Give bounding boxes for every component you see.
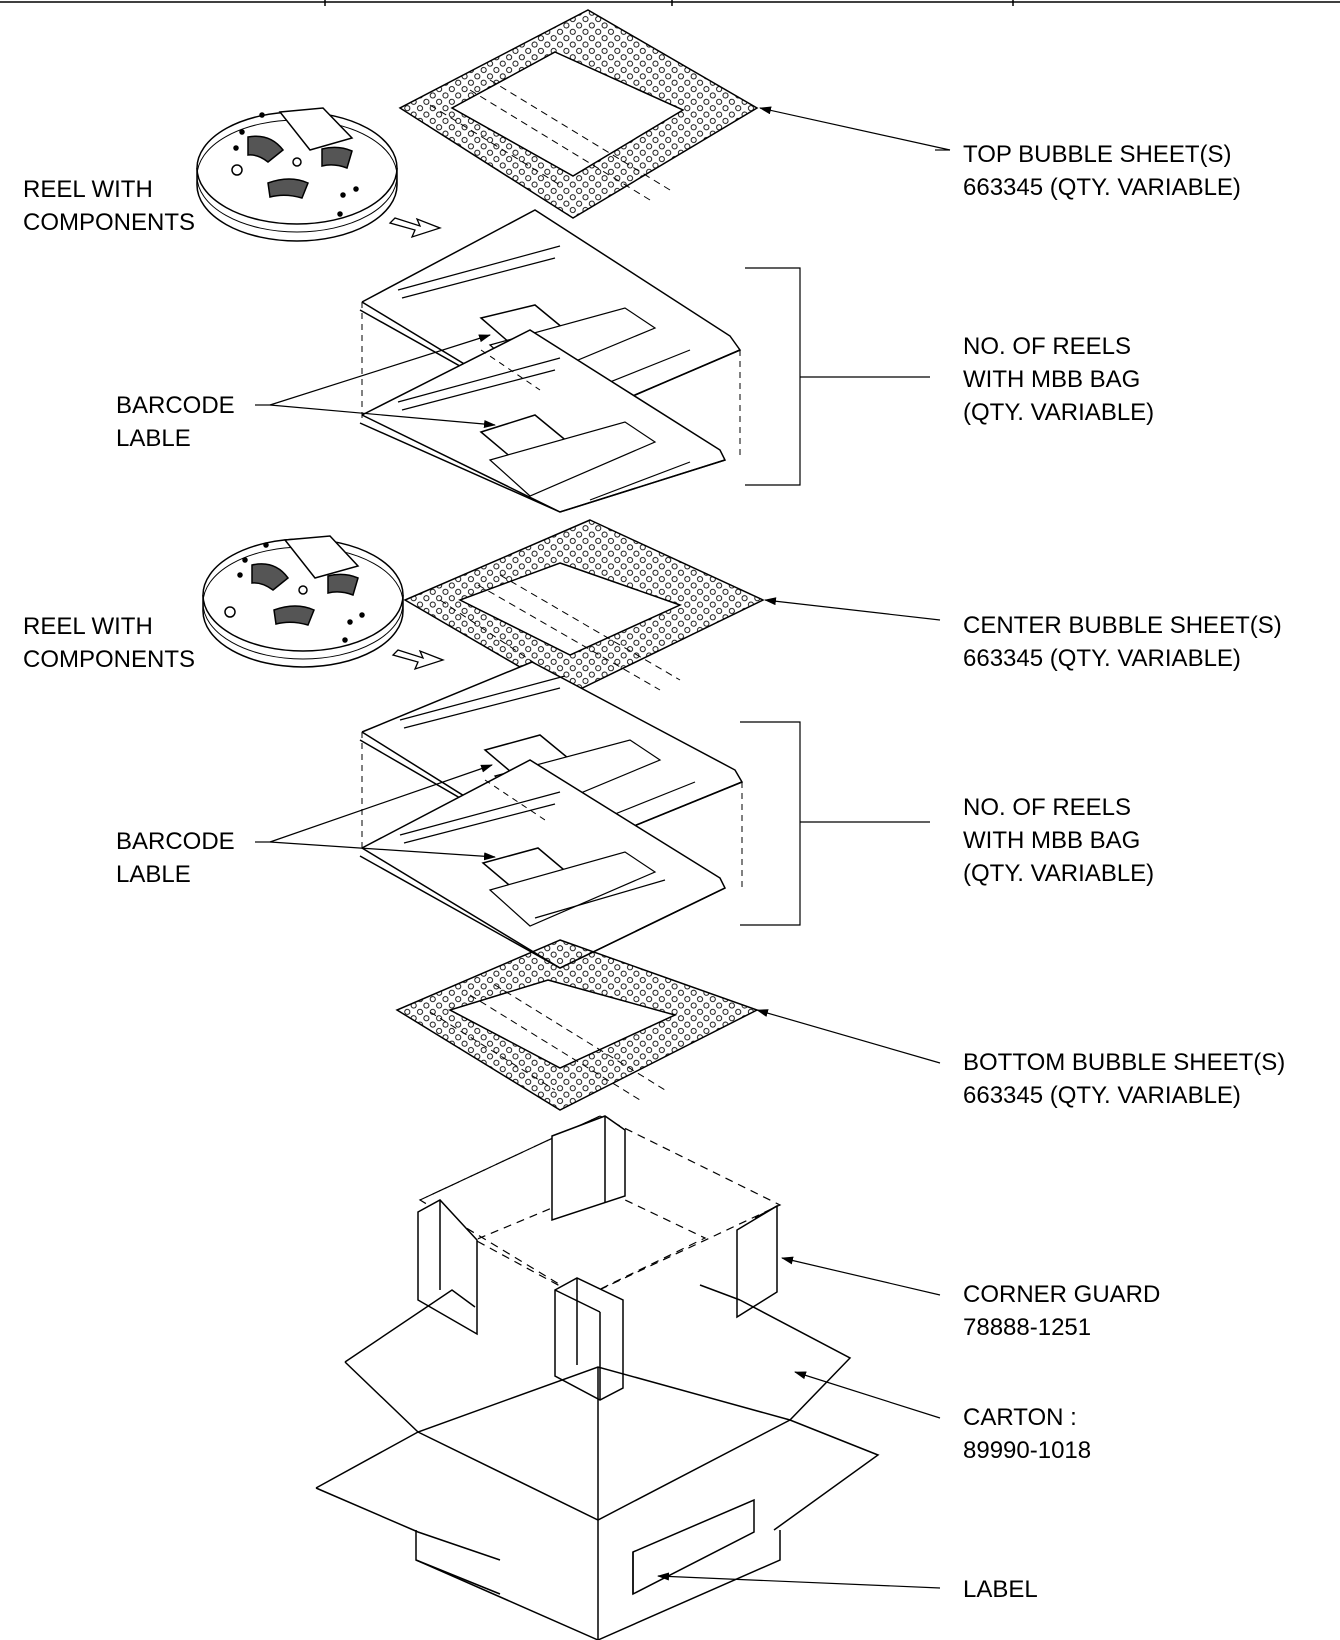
reels-mbb-1-line-3: (QTY. VARIABLE)	[963, 399, 1155, 426]
corner-guard-label: CORNER GUARD 78888-1251	[963, 1278, 1160, 1344]
reels-mbb-2-line-1: NO. OF REELS	[963, 794, 1132, 821]
top-bubble-line-2: 663345 (QTY. VARIABLE)	[963, 174, 1241, 201]
barcode-label-1-line-1: BARCODE	[116, 392, 235, 419]
mbb-bag-group-2	[359, 661, 930, 969]
corner-guard-line-1: CORNER GUARD	[963, 1281, 1161, 1308]
bottom-bubble-line-1: BOTTOM BUBBLE SHEET(S)	[963, 1049, 1286, 1076]
reels-mbb-2-line-2: WITH MBB BAG	[963, 827, 1141, 854]
leader-lines	[255, 106, 951, 1589]
reel-1	[196, 107, 398, 242]
bottom-bubble-line-2: 663345 (QTY. VARIABLE)	[963, 1082, 1241, 1109]
center-bubble-sheet	[403, 519, 765, 696]
carton-line-1: CARTON :	[963, 1404, 1077, 1431]
barcode-label-2: BARCODE LABLE	[116, 825, 235, 891]
insert-arrow-1	[388, 217, 442, 239]
reel-label-1: REEL WITH COMPONENTS	[23, 173, 195, 239]
reel-label-2-line-1: REEL WITH	[23, 613, 153, 640]
reels-mbb-1-line-1: NO. OF REELS	[963, 333, 1132, 360]
bottom-bubble-sheet	[395, 939, 759, 1111]
barcode-label-2-line-2: LABLE	[116, 861, 191, 888]
center-bubble-line-2: 663345 (QTY. VARIABLE)	[963, 645, 1241, 672]
reels-mbb-1-line-2: WITH MBB BAG	[963, 366, 1141, 393]
label-line-1: LABEL	[963, 1576, 1038, 1603]
center-bubble-sheet-label: CENTER BUBBLE SHEET(S) 663345 (QTY. VARI…	[963, 609, 1282, 675]
reel-2	[202, 535, 404, 668]
title-block-border	[0, 0, 1340, 6]
carton	[315, 1284, 880, 1640]
top-bubble-sheet-label: TOP BUBBLE SHEET(S) 663345 (QTY. VARIABL…	[963, 138, 1241, 204]
corner-guard-line-2: 78888-1251	[963, 1314, 1092, 1341]
top-bubble-line-1: TOP BUBBLE SHEET(S)	[963, 141, 1232, 168]
reel-label-2-line-2: COMPONENTS	[23, 646, 196, 673]
carton-line-2: 89990-1018	[963, 1437, 1092, 1464]
barcode-label-1-line-2: LABLE	[116, 425, 191, 452]
barcode-label-1: BARCODE LABLE	[116, 389, 235, 455]
label-label: LABEL	[963, 1573, 1038, 1606]
top-bubble-sheet	[398, 9, 759, 219]
barcode-label-2-line-1: BARCODE	[116, 828, 235, 855]
reel-label-1-line-2: COMPONENTS	[23, 209, 196, 236]
reel-label-2: REEL WITH COMPONENTS	[23, 610, 195, 676]
reels-mbb-2-line-3: (QTY. VARIABLE)	[963, 860, 1155, 887]
reels-mbb-label-2: NO. OF REELS WITH MBB BAG (QTY. VARIABLE…	[963, 791, 1154, 890]
corner-guards	[417, 1115, 782, 1401]
reels-mbb-label-1: NO. OF REELS WITH MBB BAG (QTY. VARIABLE…	[963, 330, 1154, 429]
reel-label-1-line-1: REEL WITH	[23, 176, 153, 203]
carton-label: CARTON : 89990-1018	[963, 1401, 1091, 1467]
center-bubble-line-1: CENTER BUBBLE SHEET(S)	[963, 612, 1282, 639]
insert-arrow-2	[391, 649, 445, 671]
bottom-bubble-sheet-label: BOTTOM BUBBLE SHEET(S) 663345 (QTY. VARI…	[963, 1046, 1285, 1112]
mbb-bag-group-1	[359, 209, 930, 513]
